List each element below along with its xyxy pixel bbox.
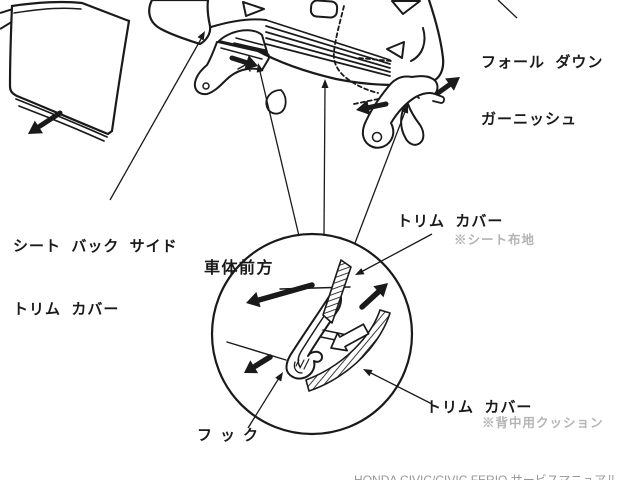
leader-trim-cover-lower [363, 369, 433, 405]
detail-circle-outline [210, 232, 414, 436]
right-hinge-tab [432, 93, 445, 104]
panel-edge-line-left [226, 341, 287, 361]
leader-seat-back-side-trim [109, 31, 205, 201]
fall-down-garnish-label: フォール ダウン ガーニッシュ [481, 15, 603, 148]
insert-direction-outline-arrow [330, 323, 370, 352]
fall-down-garnish-line1: フォール ダウン [481, 54, 604, 71]
triangle-marker-3 [386, 41, 405, 59]
trim-cover-upper-note: ※シート布地 [454, 233, 536, 247]
projection-arrows [256, 63, 409, 244]
trim-cover-lower-note: ※背中用クッション [482, 416, 604, 430]
seat-top-edge [210, 18, 267, 28]
citation-line1: HONDA CIVIC/CIVIC FERIO サービスマニュアル [354, 473, 618, 480]
pull-down-arrow [244, 354, 273, 374]
triangle-marker-1 [242, 1, 265, 17]
hinge-motion-arrow-left [229, 55, 258, 70]
seat-back-side-trim-line2: トリム カバー [13, 301, 120, 318]
hook-label: フック [197, 427, 267, 444]
citation-text: HONDA CIVIC/CIVIC FERIO サービスマニュアル 構造・整備編… [354, 442, 618, 480]
vehicle-front-arrow [246, 282, 315, 308]
seat-bottom-stripes [265, 19, 391, 77]
triangle-marker-2 [391, 0, 421, 15]
removal-direction-arrow [28, 110, 63, 134]
right-hinge-hole [371, 131, 383, 143]
detail-circle [210, 232, 414, 436]
trim-cover-flange-line2 [18, 105, 105, 142]
seat-left-shoulder [148, 0, 212, 46]
leader-lines [109, 0, 518, 429]
trim-cover-flange-line1 [15, 98, 108, 138]
trim-cover-cushion-band [305, 309, 391, 392]
seat-fold-curve [410, 27, 426, 62]
leader-trim-cover-upper [355, 233, 433, 275]
seat-back-side-trim-line1: シート バック サイド [13, 238, 178, 255]
leader-hook [247, 372, 283, 429]
pull-up-arrow [359, 283, 388, 310]
belt-guide-loop [265, 89, 287, 115]
left-hinge-hole [202, 82, 210, 90]
left-hinge-bracket [193, 41, 271, 96]
seat-right-edge [427, 0, 445, 82]
seat-bottom-edge [254, 48, 397, 87]
left-hinge-flap [218, 29, 268, 53]
hinge-motion-arrow-mid [356, 100, 389, 115]
hook-curl-detail [293, 361, 303, 374]
leader-fall-down-garnish [497, 0, 518, 19]
trim-cover-lower-label: トリム カバー [426, 399, 533, 416]
trim-cover-top-crease [13, 7, 82, 14]
trim-cover-outline [8, 0, 131, 136]
side-trim-cover-part [8, 0, 131, 142]
seat-back-assembly [148, 0, 460, 149]
trim-cover-fabric-strip [322, 259, 352, 324]
hinge-motion-arrow-right [435, 77, 460, 96]
fall-down-garnish-line2: ガーニッシュ [481, 111, 578, 128]
right-hinge-leg [400, 103, 425, 146]
right-hinge-bracket [361, 75, 439, 149]
vehicle-front-label: 車体前方 [204, 260, 275, 277]
trim-cover-upper-label: トリム カバー [397, 213, 504, 230]
seat-center-cutout [309, 0, 339, 19]
seat-back-side-trim-label: シート バック サイド トリム カバー [13, 194, 178, 341]
